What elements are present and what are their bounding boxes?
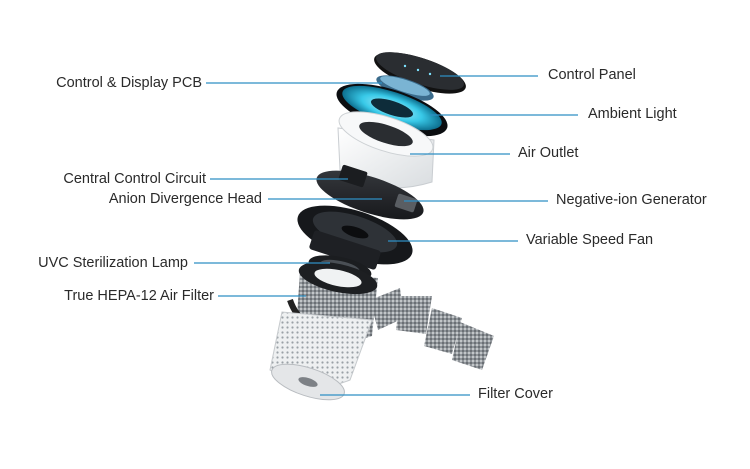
label-control-display-pcb: Control & Display PCB xyxy=(56,74,202,92)
label-control-panel: Control Panel xyxy=(548,66,636,84)
label-uvc-sterilization-lamp: UVC Sterilization Lamp xyxy=(38,254,188,272)
label-negative-ion-generator: Negative-ion Generator xyxy=(556,191,707,209)
label-air-outlet: Air Outlet xyxy=(518,144,578,162)
label-true-hepa-filter: True HEPA-12 Air Filter xyxy=(64,287,214,305)
filter-cover-part xyxy=(268,312,372,407)
label-variable-speed-fan: Variable Speed Fan xyxy=(526,231,653,249)
label-ambient-light: Ambient Light xyxy=(588,105,677,123)
hepa-segments-part xyxy=(370,288,494,370)
label-central-control-circuit: Central Control Circuit xyxy=(63,170,206,188)
label-filter-cover: Filter Cover xyxy=(478,385,553,403)
label-anion-divergence-head: Anion Divergence Head xyxy=(109,190,262,208)
